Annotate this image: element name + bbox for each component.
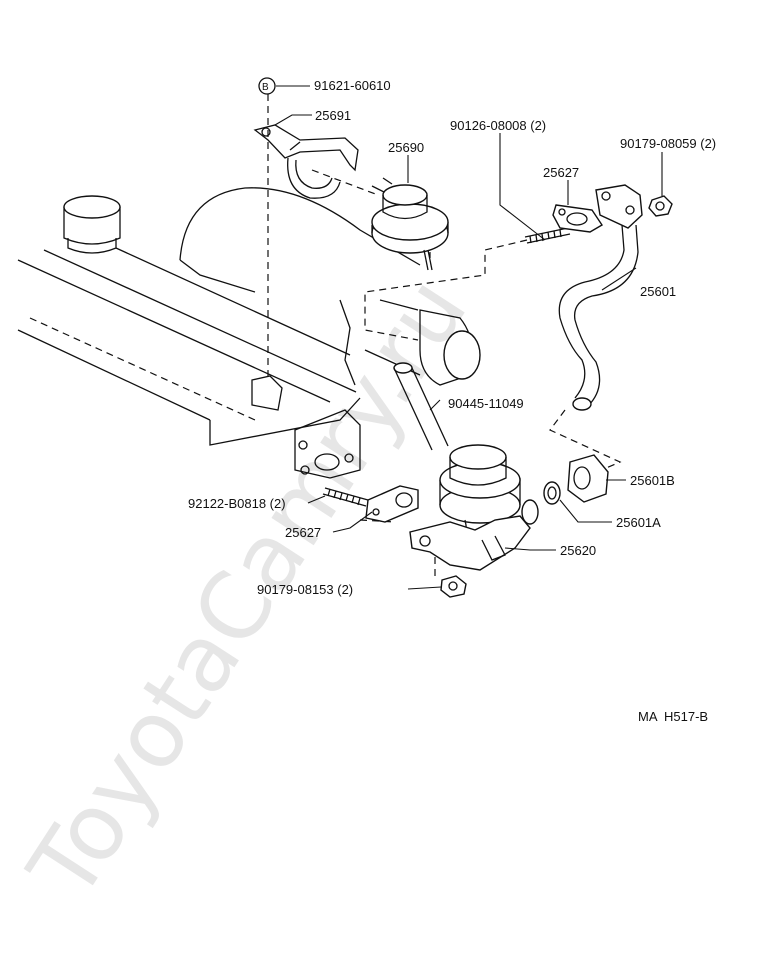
label-25620: 25620 — [560, 543, 596, 558]
part-labels: B 91621-60610 25691 25690 90126-08008 (2… — [188, 77, 716, 724]
hose-90445 — [393, 362, 449, 451]
engine-block — [17, 187, 481, 479]
b-circle-marker-icon — [258, 77, 276, 95]
label-25690: 25690 — [388, 140, 424, 155]
label-25601: 25601 — [640, 284, 676, 299]
label-90179-08153: 90179-08153 (2) — [257, 582, 353, 597]
stud-92122 — [322, 487, 369, 507]
gasket-25627-bottom — [365, 485, 419, 523]
label-25691: 25691 — [315, 108, 351, 123]
label-25627-top: 25627 — [543, 165, 579, 180]
seal-25601A — [543, 481, 561, 505]
label-25601A: 25601A — [616, 515, 661, 530]
label-90445-11049: 90445-11049 — [448, 396, 524, 411]
nut-90179-top — [648, 195, 673, 217]
leader-lines — [274, 85, 663, 590]
nut-90179-bottom — [440, 575, 467, 598]
air-valve-25620 — [409, 444, 539, 571]
union-nut-25601B — [567, 454, 609, 503]
figure-code: MA H517-B — [638, 709, 708, 724]
label-92122-B0818: 92122-B0818 (2) — [188, 496, 286, 511]
bracket-25691 — [253, 124, 359, 199]
label-90126-08008: 90126-08008 (2) — [450, 118, 546, 133]
gasket-25627-top — [552, 204, 603, 233]
label-25601B: 25601B — [630, 473, 675, 488]
label-90179-08059: 90179-08059 (2) — [620, 136, 716, 151]
vacuum-valve-25690 — [371, 177, 449, 271]
label-25627-bottom: 25627 — [285, 525, 321, 540]
label-b-marker: B — [262, 82, 269, 93]
oil-filler-cap — [63, 195, 121, 254]
label-91621-60610: 91621-60610 — [314, 78, 391, 93]
air-pipe-25601 — [558, 184, 643, 411]
